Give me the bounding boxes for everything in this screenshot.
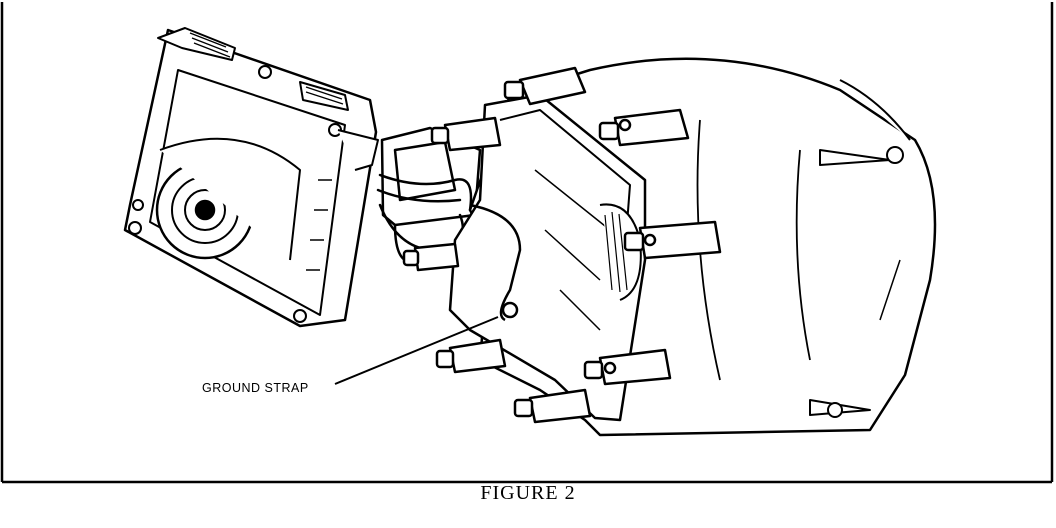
ground-strap-label: GROUND STRAP	[202, 381, 309, 395]
ignition-coil-module-icon	[123, 27, 379, 328]
ground-strap-icon	[334, 203, 522, 385]
figure-caption: FIGURE 2	[480, 482, 576, 504]
spark-plug-towers-icon	[402, 66, 722, 424]
tower-center-icon	[623, 220, 722, 260]
tower-lower-left-icon	[435, 338, 507, 374]
tower-left-icon	[430, 116, 502, 152]
tower-mid-left-icon	[402, 242, 460, 272]
tower-top-left-icon	[503, 66, 587, 106]
tower-top-mid-icon	[598, 108, 690, 147]
tower-lower-mid-icon	[583, 348, 672, 386]
distributor-cap-icon	[448, 57, 937, 437]
tower-bottom-icon	[513, 388, 592, 424]
figure-frame	[0, 2, 1054, 484]
